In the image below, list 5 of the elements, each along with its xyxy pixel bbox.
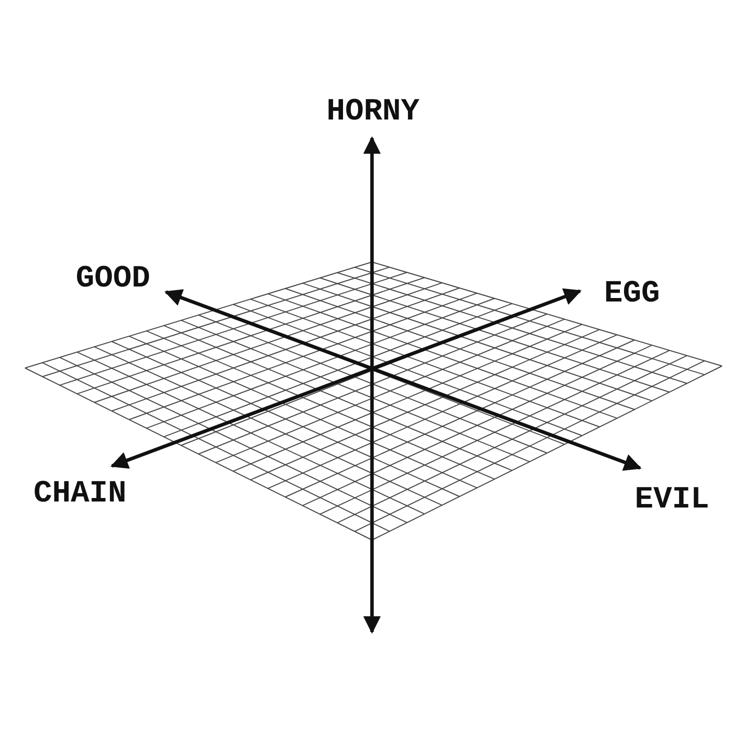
axis-label: CHAIN: [34, 478, 126, 510]
axis-label: EGG: [604, 278, 660, 310]
axis-label: GOOD: [76, 264, 150, 294]
axis-label: HORNY: [326, 96, 420, 128]
axis-label: EVIL: [634, 484, 710, 516]
